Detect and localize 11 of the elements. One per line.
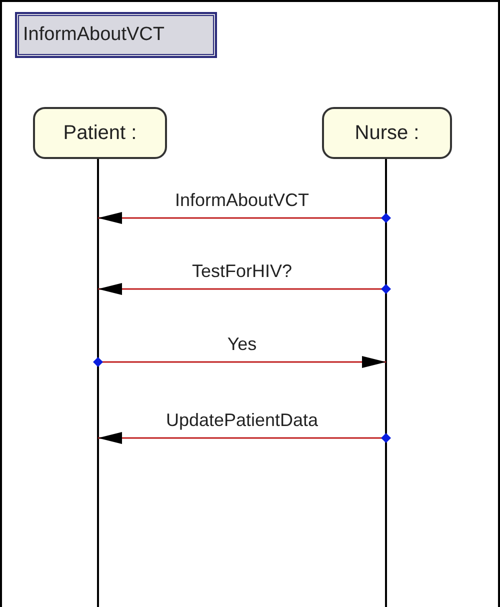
message-label: Yes: [227, 334, 257, 355]
message-label: TestForHIV?: [192, 261, 292, 282]
message-label: InformAboutVCT: [174, 190, 310, 211]
diagram-title: InformAboutVCT: [16, 13, 216, 57]
message-arrow: [98, 283, 391, 295]
message-arrow: [93, 356, 386, 368]
object-box: Nurse :: [322, 107, 452, 159]
message-label: UpdatePatientData: [166, 410, 318, 431]
message-arrow: [98, 432, 391, 444]
object-box: Patient :: [33, 107, 167, 159]
message-arrow: [98, 212, 391, 224]
